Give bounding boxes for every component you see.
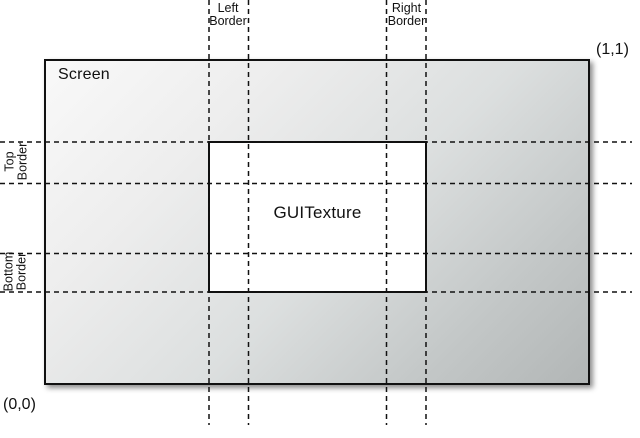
left-border-label-line1: Left xyxy=(217,1,239,15)
bottom-border-label-line2: Border xyxy=(14,252,29,291)
right-border-label-line2: Border xyxy=(387,14,426,28)
top-border-label: Top Border xyxy=(3,140,31,184)
right-border-label: Right Border xyxy=(386,2,427,28)
screen-label: Screen xyxy=(58,66,110,83)
left-border-label-line2: Border xyxy=(209,14,247,28)
coordinate-label-top-right: (1,1) xyxy=(596,41,629,58)
bottom-border-label: Bottom Border xyxy=(2,250,30,294)
left-border-label: Left Border xyxy=(208,2,248,28)
guitexture-label: GUITexture xyxy=(273,203,362,222)
top-border-label-line2: Border xyxy=(15,142,30,181)
right-border-label-line1: Right xyxy=(391,1,422,15)
guitexture-rect: GUITexture xyxy=(208,141,427,293)
coordinate-label-bottom-left: (0,0) xyxy=(3,396,36,413)
